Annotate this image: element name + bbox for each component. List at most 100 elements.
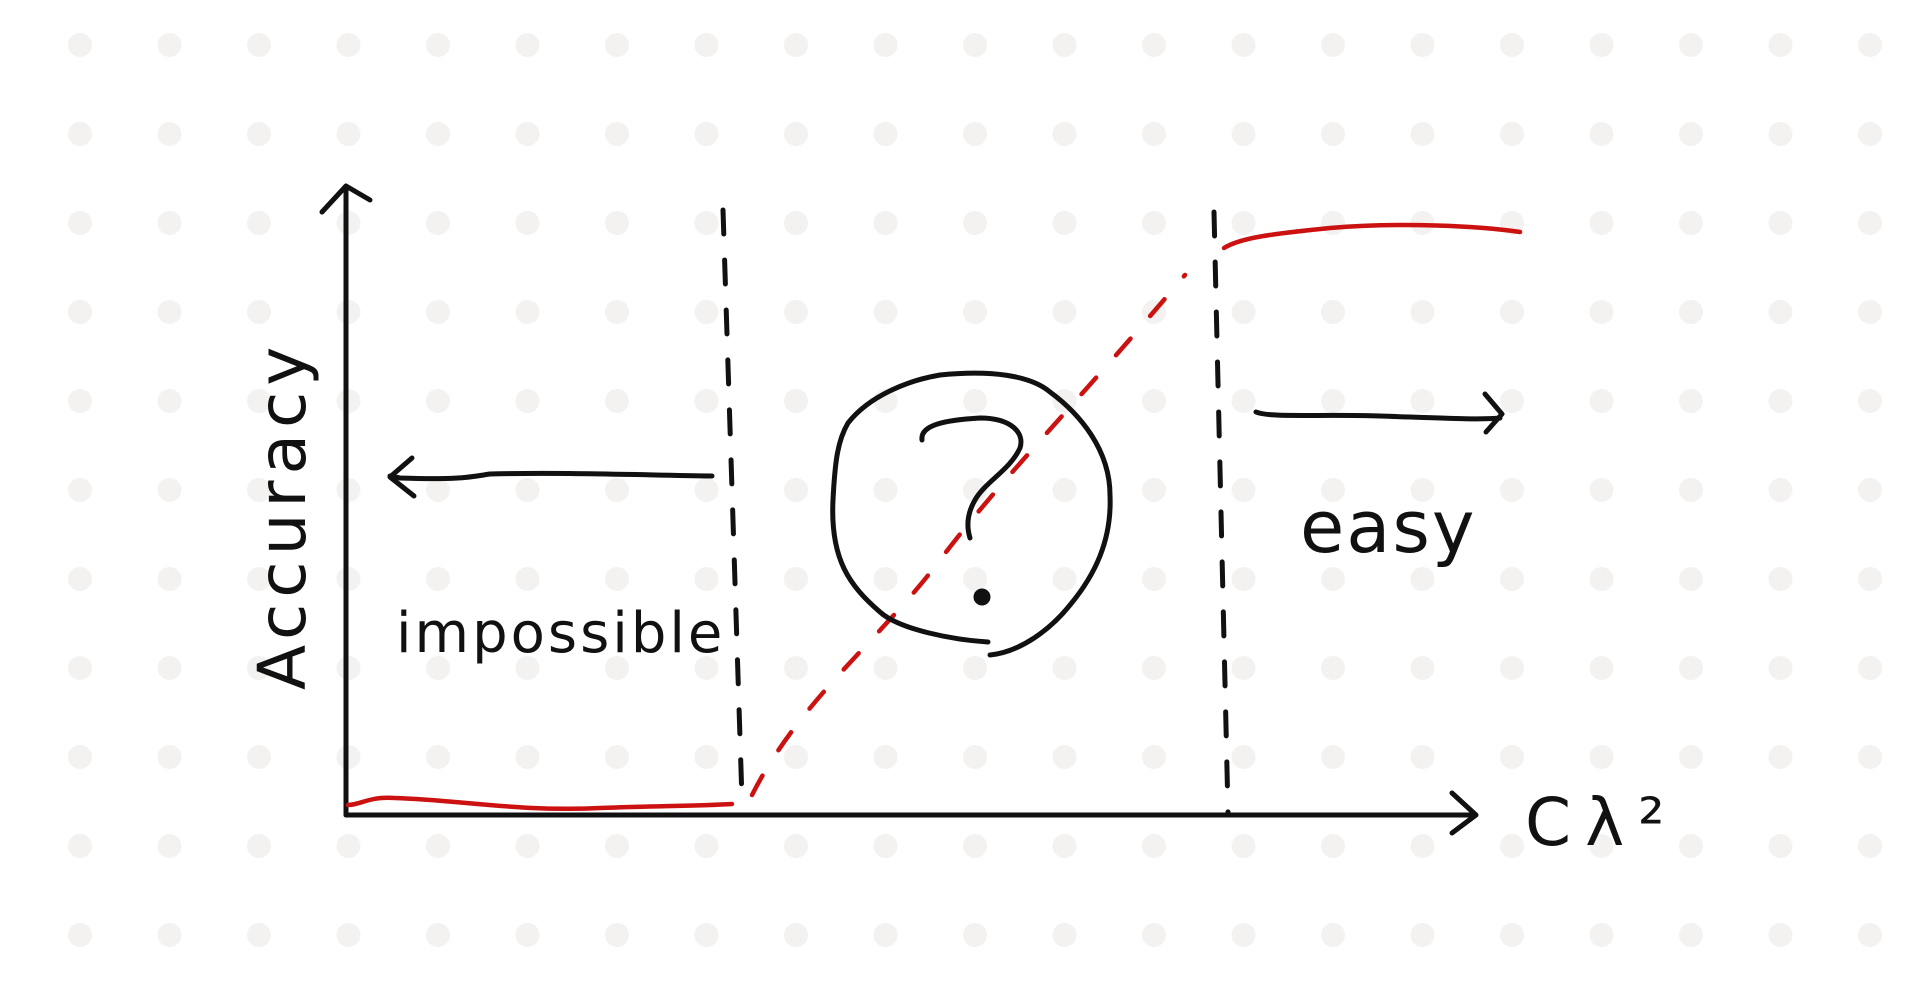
grid-dot — [784, 923, 808, 947]
grid-dot — [1500, 389, 1524, 413]
grid-dot — [873, 923, 898, 947]
grid-dot — [1321, 745, 1345, 769]
grid-dot — [963, 656, 987, 680]
grid-dot — [515, 567, 540, 591]
axes — [319, 183, 1479, 836]
grid-dot — [784, 300, 808, 324]
grid-dot — [1679, 834, 1703, 858]
grid-dot — [605, 33, 629, 57]
grid-dot — [1231, 122, 1256, 146]
grid-dot — [426, 122, 450, 146]
grid-dot — [1410, 122, 1435, 146]
grid-dot — [1768, 300, 1793, 324]
grid-dot — [1142, 211, 1166, 235]
grid-dot — [515, 834, 540, 858]
grid-dot — [68, 834, 92, 858]
grid-dot — [694, 745, 719, 769]
grid-dot — [1858, 478, 1882, 502]
grid-dot — [694, 33, 719, 57]
grid-dot — [605, 122, 629, 146]
grid-dot — [426, 923, 450, 947]
grid-dot — [1500, 478, 1524, 502]
grid-dot — [1858, 834, 1882, 858]
grid-dot — [784, 656, 808, 680]
grid-dot — [1410, 33, 1435, 57]
grid-dot — [1858, 389, 1882, 413]
grid-dot — [1858, 122, 1882, 146]
grid-dot — [873, 478, 898, 502]
grid-dot — [336, 834, 361, 858]
grid-dot — [426, 567, 450, 591]
grid-dot — [515, 33, 540, 57]
grid-dot — [1679, 122, 1703, 146]
grid-dot — [1768, 33, 1793, 57]
grid-dot — [68, 211, 92, 235]
grid-dot — [157, 211, 182, 235]
grid-dot — [515, 300, 540, 324]
grid-dot — [784, 567, 808, 591]
grid-dot — [1052, 211, 1077, 235]
grid-dot — [963, 834, 987, 858]
grid-dot — [68, 567, 92, 591]
grid-dot — [1231, 300, 1256, 324]
grid-dot — [963, 122, 987, 146]
grid-dot — [68, 122, 92, 146]
grid-dot — [1589, 478, 1614, 502]
grid-dot — [963, 389, 987, 413]
grid-dot — [873, 33, 898, 57]
grid-dot — [247, 122, 271, 146]
grid-dot — [694, 656, 719, 680]
grid-dot — [157, 33, 182, 57]
grid-dot — [68, 478, 92, 502]
grid-dot — [1679, 656, 1703, 680]
grid-dot — [1052, 300, 1077, 324]
grid-dot — [784, 122, 808, 146]
grid-dot — [1858, 300, 1882, 324]
grid-dot — [1679, 300, 1703, 324]
curve-rising-dashed — [749, 272, 1188, 798]
grid-dot — [1858, 745, 1882, 769]
grid-dot — [1052, 834, 1077, 858]
grid-dot — [68, 923, 92, 947]
grid-dot — [1410, 300, 1435, 324]
grid-dot — [605, 478, 629, 502]
grid-dot — [963, 478, 987, 502]
grid-dot — [1142, 33, 1166, 57]
grid-dot — [605, 745, 629, 769]
grid-dot — [157, 122, 182, 146]
grid-dot — [426, 211, 450, 235]
grid-dot — [1858, 33, 1882, 57]
dot-grid-background — [68, 33, 1882, 947]
grid-dot — [784, 745, 808, 769]
grid-dot — [1410, 478, 1435, 502]
grid-dot — [1679, 567, 1703, 591]
grid-dot — [1052, 745, 1077, 769]
grid-dot — [873, 122, 898, 146]
grid-dot — [784, 478, 808, 502]
grid-dot — [873, 745, 898, 769]
arrow-left-icon — [387, 455, 715, 499]
grid-dot — [873, 567, 898, 591]
grid-dot — [1052, 122, 1077, 146]
grid-dot — [1052, 656, 1077, 680]
grid-dot — [1679, 33, 1703, 57]
grid-dot — [873, 211, 898, 235]
grid-dot — [605, 389, 629, 413]
grid-dot — [247, 745, 271, 769]
grid-dot — [426, 834, 450, 858]
grid-dot — [157, 567, 182, 591]
accuracy-curve — [345, 222, 1523, 812]
grid-dot — [1231, 389, 1256, 413]
grid-dot — [1858, 567, 1882, 591]
grid-dot — [605, 300, 629, 324]
grid-dot — [1500, 656, 1524, 680]
grid-dot — [1321, 923, 1345, 947]
grid-dot — [694, 478, 719, 502]
grid-dot — [1231, 33, 1256, 57]
grid-dot — [605, 567, 629, 591]
grid-dot — [1589, 656, 1614, 680]
grid-dot — [694, 122, 719, 146]
curve-high-segment — [1221, 222, 1523, 251]
grid-dot — [1858, 211, 1882, 235]
grid-dot — [1410, 389, 1435, 413]
